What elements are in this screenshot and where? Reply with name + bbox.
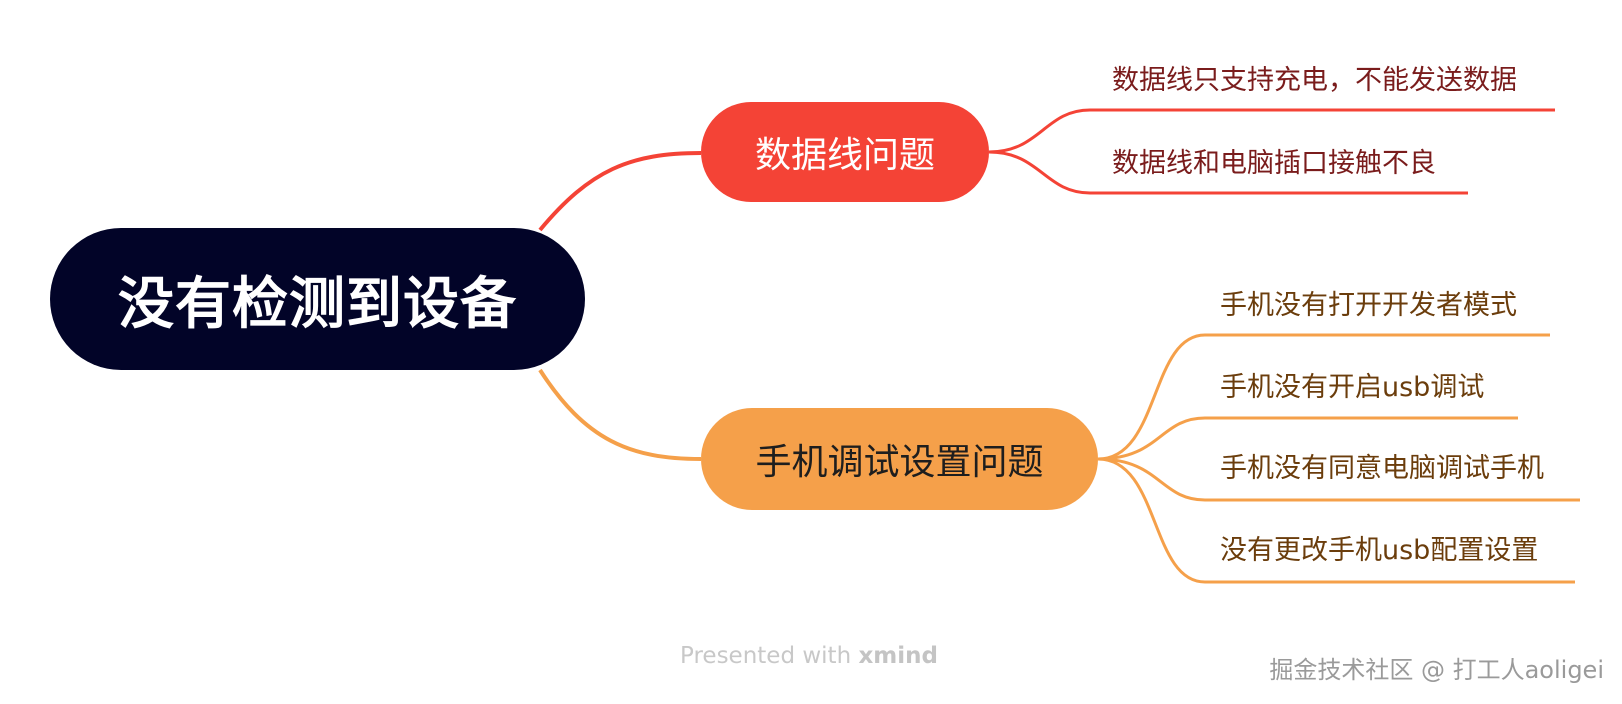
branch-topic-phone-settings-label: 手机调试设置问题 <box>755 442 1044 483</box>
presented-with-text: Presented with <box>680 643 852 669</box>
branch-topic-cable[interactable]: 数据线问题 <box>701 102 989 202</box>
watermark: 掘金技术社区 @ 打工人aoligei <box>1269 656 1604 684</box>
cable-leaf-1-connector <box>988 108 1555 154</box>
subtopic-cable-charge-only[interactable]: 数据线只支持充电，不能发送数据 <box>1112 65 1517 96</box>
root-topic[interactable]: 没有检测到设备 <box>50 228 585 370</box>
presented-with-footer: Presented with xmind <box>680 643 938 669</box>
subtopic-cable-bad-contact[interactable]: 数据线和电脑插口接触不良 <box>1112 148 1436 179</box>
phone-leaf-4-connector <box>1097 457 1575 584</box>
cable-leaf-2-connector <box>988 150 1468 195</box>
subtopic-phone-usb-debugging[interactable]: 手机没有开启usb调试 <box>1220 372 1485 403</box>
root-topic-label: 没有检测到设备 <box>118 271 517 337</box>
root-to-cable-connector <box>538 151 702 232</box>
root-to-phone-connector <box>538 368 702 461</box>
subtopic-phone-authorize-pc[interactable]: 手机没有同意电脑调试手机 <box>1220 453 1544 484</box>
phone-leaf-3-connector <box>1097 457 1580 502</box>
phone-leaf-2-connector <box>1097 416 1518 461</box>
subtopic-phone-usb-config[interactable]: 没有更改手机usb配置设置 <box>1220 535 1539 566</box>
subtopic-phone-developer-mode[interactable]: 手机没有打开开发者模式 <box>1220 290 1517 321</box>
branch-topic-cable-label: 数据线问题 <box>754 135 935 176</box>
branch-topic-phone-settings[interactable]: 手机调试设置问题 <box>701 408 1098 510</box>
phone-leaf-1-connector <box>1097 333 1550 461</box>
xmind-brand: xmind <box>858 643 938 669</box>
